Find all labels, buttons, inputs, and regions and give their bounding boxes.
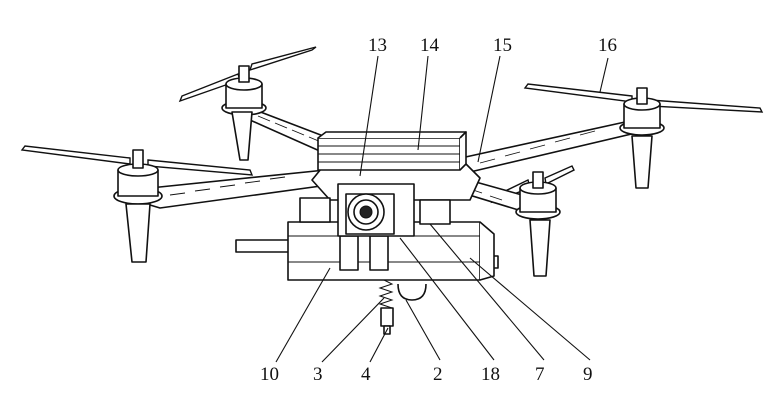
spring-probe	[378, 279, 427, 335]
callout-16: 16	[598, 35, 617, 56]
motor-rear-right	[619, 87, 665, 189]
motor-front-right	[515, 171, 561, 277]
blade-rear-left-b	[248, 46, 317, 72]
motor-rear-left	[221, 65, 267, 161]
callout-7: 7	[535, 364, 545, 385]
callout-labels: 13 14 15 16 10 3 4 2 18 7 9	[260, 35, 617, 385]
blade-front-left-b	[147, 159, 254, 176]
blade-front-left-a	[20, 145, 131, 165]
callout-14: 14	[420, 35, 440, 56]
callout-3: 3	[313, 364, 323, 385]
callout-9: 9	[583, 364, 593, 385]
blade-rear-right-b	[649, 99, 764, 113]
blade-front-right-b	[544, 165, 575, 186]
callout-15: 15	[493, 35, 512, 56]
callout-10: 10	[260, 364, 279, 385]
leader-lines	[275, 55, 609, 363]
gimbal-camera	[337, 183, 415, 237]
callout-4: 4	[361, 364, 371, 385]
payload-box	[235, 197, 499, 281]
motor-front-left	[113, 149, 163, 263]
callout-13: 13	[368, 35, 387, 56]
callout-2: 2	[433, 364, 443, 385]
blade-rear-right-a	[523, 83, 633, 103]
arm-rear-right	[451, 121, 641, 173]
callout-18: 18	[481, 364, 500, 385]
battery-pack	[317, 131, 467, 171]
